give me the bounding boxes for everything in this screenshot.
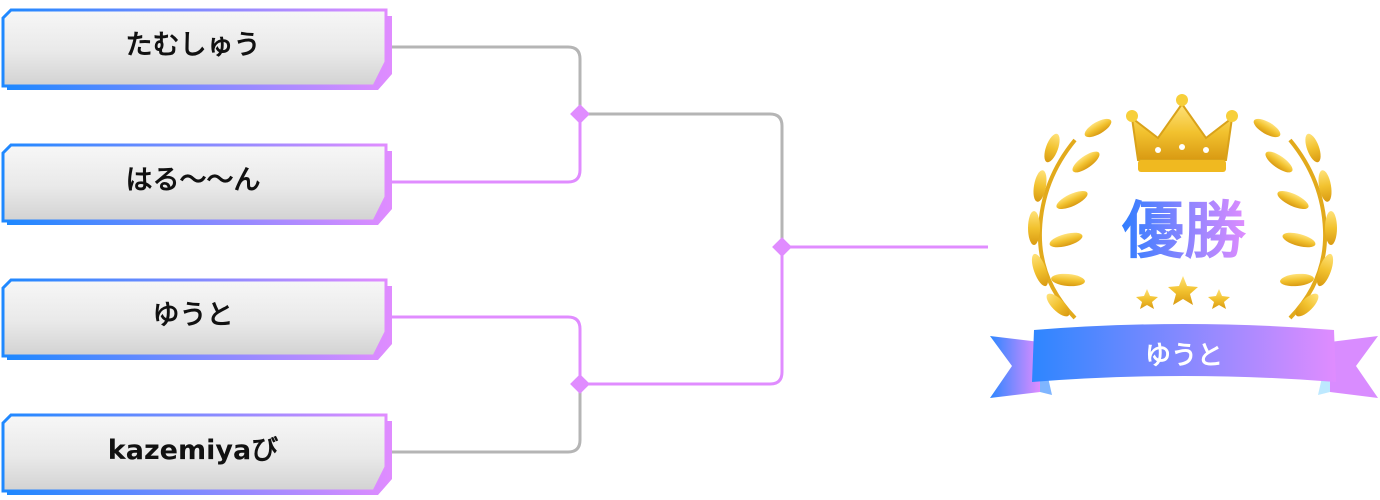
laurel-right-icon [1253,118,1337,320]
line-semi1-loser [580,112,784,247]
player-name: たむしゅう [126,30,261,61]
line-p3-winner [392,315,582,384]
champion-banner: ゆうと [990,324,1378,398]
line-p4-loser [392,384,582,454]
line-p2-winner [392,114,582,184]
player-card-2: はる〜〜ん [1,143,392,225]
star-icon [1208,289,1230,309]
player-name: ゆうと [153,300,234,331]
champion-emblem: 優勝 ゆうと [990,94,1378,398]
line-p1-loser [392,45,582,114]
star-icon [1136,289,1158,309]
line-semi2-winner [580,247,784,386]
node-final [772,237,792,257]
node-semi2 [570,374,590,394]
player-name: はる〜〜ん [126,165,261,196]
player-card-4: kazemiyaび [1,413,392,495]
champion-name: ゆうと [1145,341,1223,371]
player-card-3: ゆうと [1,278,392,360]
bracket-nodes [570,104,792,394]
bracket-lines [392,45,988,454]
laurel-left-icon [1028,118,1112,320]
crown-icon [1126,94,1238,172]
star-icon [1168,276,1198,305]
node-semi1 [570,104,590,124]
player-name: kazemiyaび [108,435,278,466]
stars-icon [1136,276,1230,309]
player-card-1: たむしゅう [1,8,392,90]
champion-title: 優勝 [1121,194,1247,267]
